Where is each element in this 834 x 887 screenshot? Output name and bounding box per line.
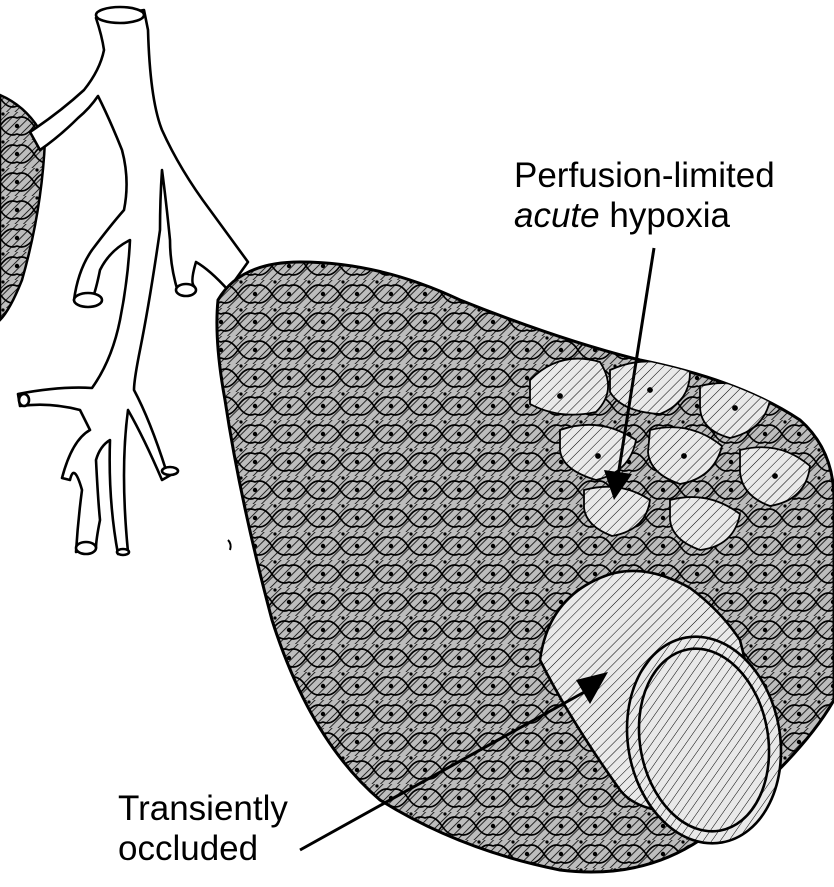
label-occluded-line2: occluded xyxy=(118,829,288,869)
label-hypoxia: hypoxia xyxy=(600,196,730,235)
bronchial-tree xyxy=(18,7,248,555)
label-transiently-occluded: Transiently occluded xyxy=(118,789,288,869)
label-acute-emphasis: acute xyxy=(514,196,600,235)
label-perfusion-limited: Perfusion-limited acute hypoxia xyxy=(514,156,775,236)
label-occluded-line1: Transiently xyxy=(118,789,288,829)
label-perfusion-line1: Perfusion-limited xyxy=(514,156,775,196)
stray-mark xyxy=(228,540,231,550)
label-perfusion-line2: acute hypoxia xyxy=(514,196,775,236)
